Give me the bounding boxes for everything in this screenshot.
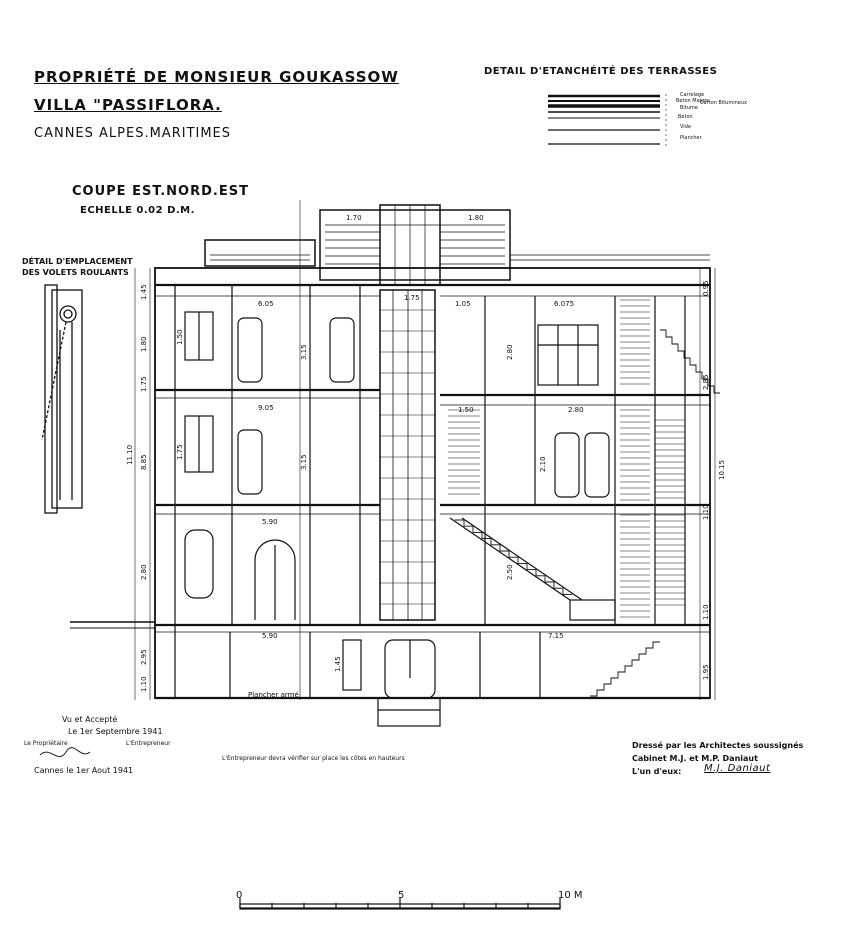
dim-right-v3: 10.15	[718, 460, 726, 480]
dim-mid-right-2: 2.80	[568, 406, 584, 414]
dim-left-v4: 8.85	[140, 454, 148, 470]
dim-left-v8: 1.10	[140, 676, 148, 692]
shutter-detail-title-2: DES VOLETS ROULANTS	[22, 268, 129, 277]
section-scale: ECHELLE 0.02 D.M.	[80, 205, 195, 216]
contractor-label: L'Entrepreneur	[126, 740, 171, 747]
dim-roof-left: 1.70	[346, 214, 362, 222]
shutter-detail-diagram	[41, 284, 83, 514]
section-title: COUPE EST.NORD.EST	[72, 184, 249, 199]
architects-line-3: L'un d'eux:	[632, 767, 682, 776]
dim-center-h1: 3.15	[300, 344, 308, 360]
layer-label-6: Plancher	[680, 135, 703, 141]
dim-right-v5: 1.95	[702, 664, 710, 680]
dim-right-v4: 1.10	[702, 504, 710, 520]
architects-line-2: Cabinet M.J. et M.P. Daniaut	[632, 754, 758, 763]
layer-label-2: Carton Bitumineux	[700, 100, 747, 106]
dim-left-v7: 2.95	[140, 649, 148, 665]
dim-window-4: 2.80	[506, 344, 514, 360]
dim-left-v3: 1.75	[140, 376, 148, 392]
layer-label-5: Vide	[680, 124, 691, 130]
stair-steps	[660, 329, 720, 394]
dim-top-left: 6.05	[258, 300, 274, 308]
dim-top-right-1: 1.05	[455, 300, 471, 308]
owner-title: PROPRIÉTÉ DE MONSIEUR GOUKASSOW	[34, 68, 399, 86]
villa-title: VILLA "PASSIFLORA.	[34, 96, 222, 114]
scale-label-0: 0	[236, 890, 242, 901]
dim-right-v1: 0.95	[702, 280, 710, 296]
layer-label-1: Beton Maigre	[676, 98, 709, 104]
dim-left-v5: 11.10	[126, 445, 134, 465]
scale-label-5: 5	[398, 890, 404, 901]
dim-stair-height: 2.50	[506, 564, 514, 580]
dim-top-right-2: 6.075	[554, 300, 574, 308]
scale-label-10: 10 M	[558, 890, 583, 901]
dim-right-v2: 2.85	[702, 374, 710, 390]
dim-base-right: 7.15	[548, 632, 564, 640]
dim-window-2: 1.75	[176, 444, 184, 460]
dim-right-v6: 1.10	[702, 604, 710, 620]
terrace-detail-title: DETAIL D'ETANCHÉITÉ DES TERRASSES	[484, 66, 718, 77]
architect-signature: M.J. Daniaut	[704, 763, 771, 774]
dim-cellar: 1.45	[334, 656, 342, 672]
approval-date: Cannes le 1er Aout 1941	[34, 766, 134, 775]
layer-label-4: Béton	[678, 113, 693, 120]
dim-stair-top: 1.75	[404, 294, 420, 302]
dim-mid-right-1: 1.50	[458, 406, 474, 414]
floor-label: Plancher armé	[248, 691, 299, 699]
dim-window-1: 1.50	[176, 329, 184, 345]
scale-bar	[239, 898, 561, 910]
approval-line-2: Le 1er Septembre 1941	[68, 727, 163, 736]
layer-label-3: Bitume	[680, 105, 698, 111]
approval-line-1: Vu et Accepté	[62, 715, 118, 724]
stair-steps	[455, 519, 572, 595]
dim-left-v2: 1.80	[140, 336, 148, 352]
stair-steps	[590, 641, 660, 697]
shutter-detail-title-1: DÉTAIL D'EMPLACEMENT	[22, 257, 133, 266]
dim-roof-right: 1.80	[468, 214, 484, 222]
layer-label-0: Carrelage	[680, 92, 704, 98]
dim-left-v6: 2.80	[140, 564, 148, 580]
dim-low-left: 5.90	[262, 518, 278, 526]
dim-window-3: 2.10	[539, 456, 547, 472]
location-title: CANNES ALPES.MARITIMES	[34, 126, 232, 141]
owner-signature	[39, 747, 91, 758]
owner-label: Le Propriétaire	[24, 740, 68, 747]
architects-line-1: Dressé par les Architectes soussignés	[632, 741, 804, 750]
dim-left-v1: 1.45	[140, 284, 148, 300]
dim-mid-left: 9.05	[258, 404, 274, 412]
dim-base-left: 5.90	[262, 632, 278, 640]
terrace-detail-diagram	[548, 94, 667, 146]
dim-center-h2: 3.15	[300, 454, 308, 470]
contractor-note: L'Entrepreneur devra vérifier sur place …	[222, 755, 405, 762]
